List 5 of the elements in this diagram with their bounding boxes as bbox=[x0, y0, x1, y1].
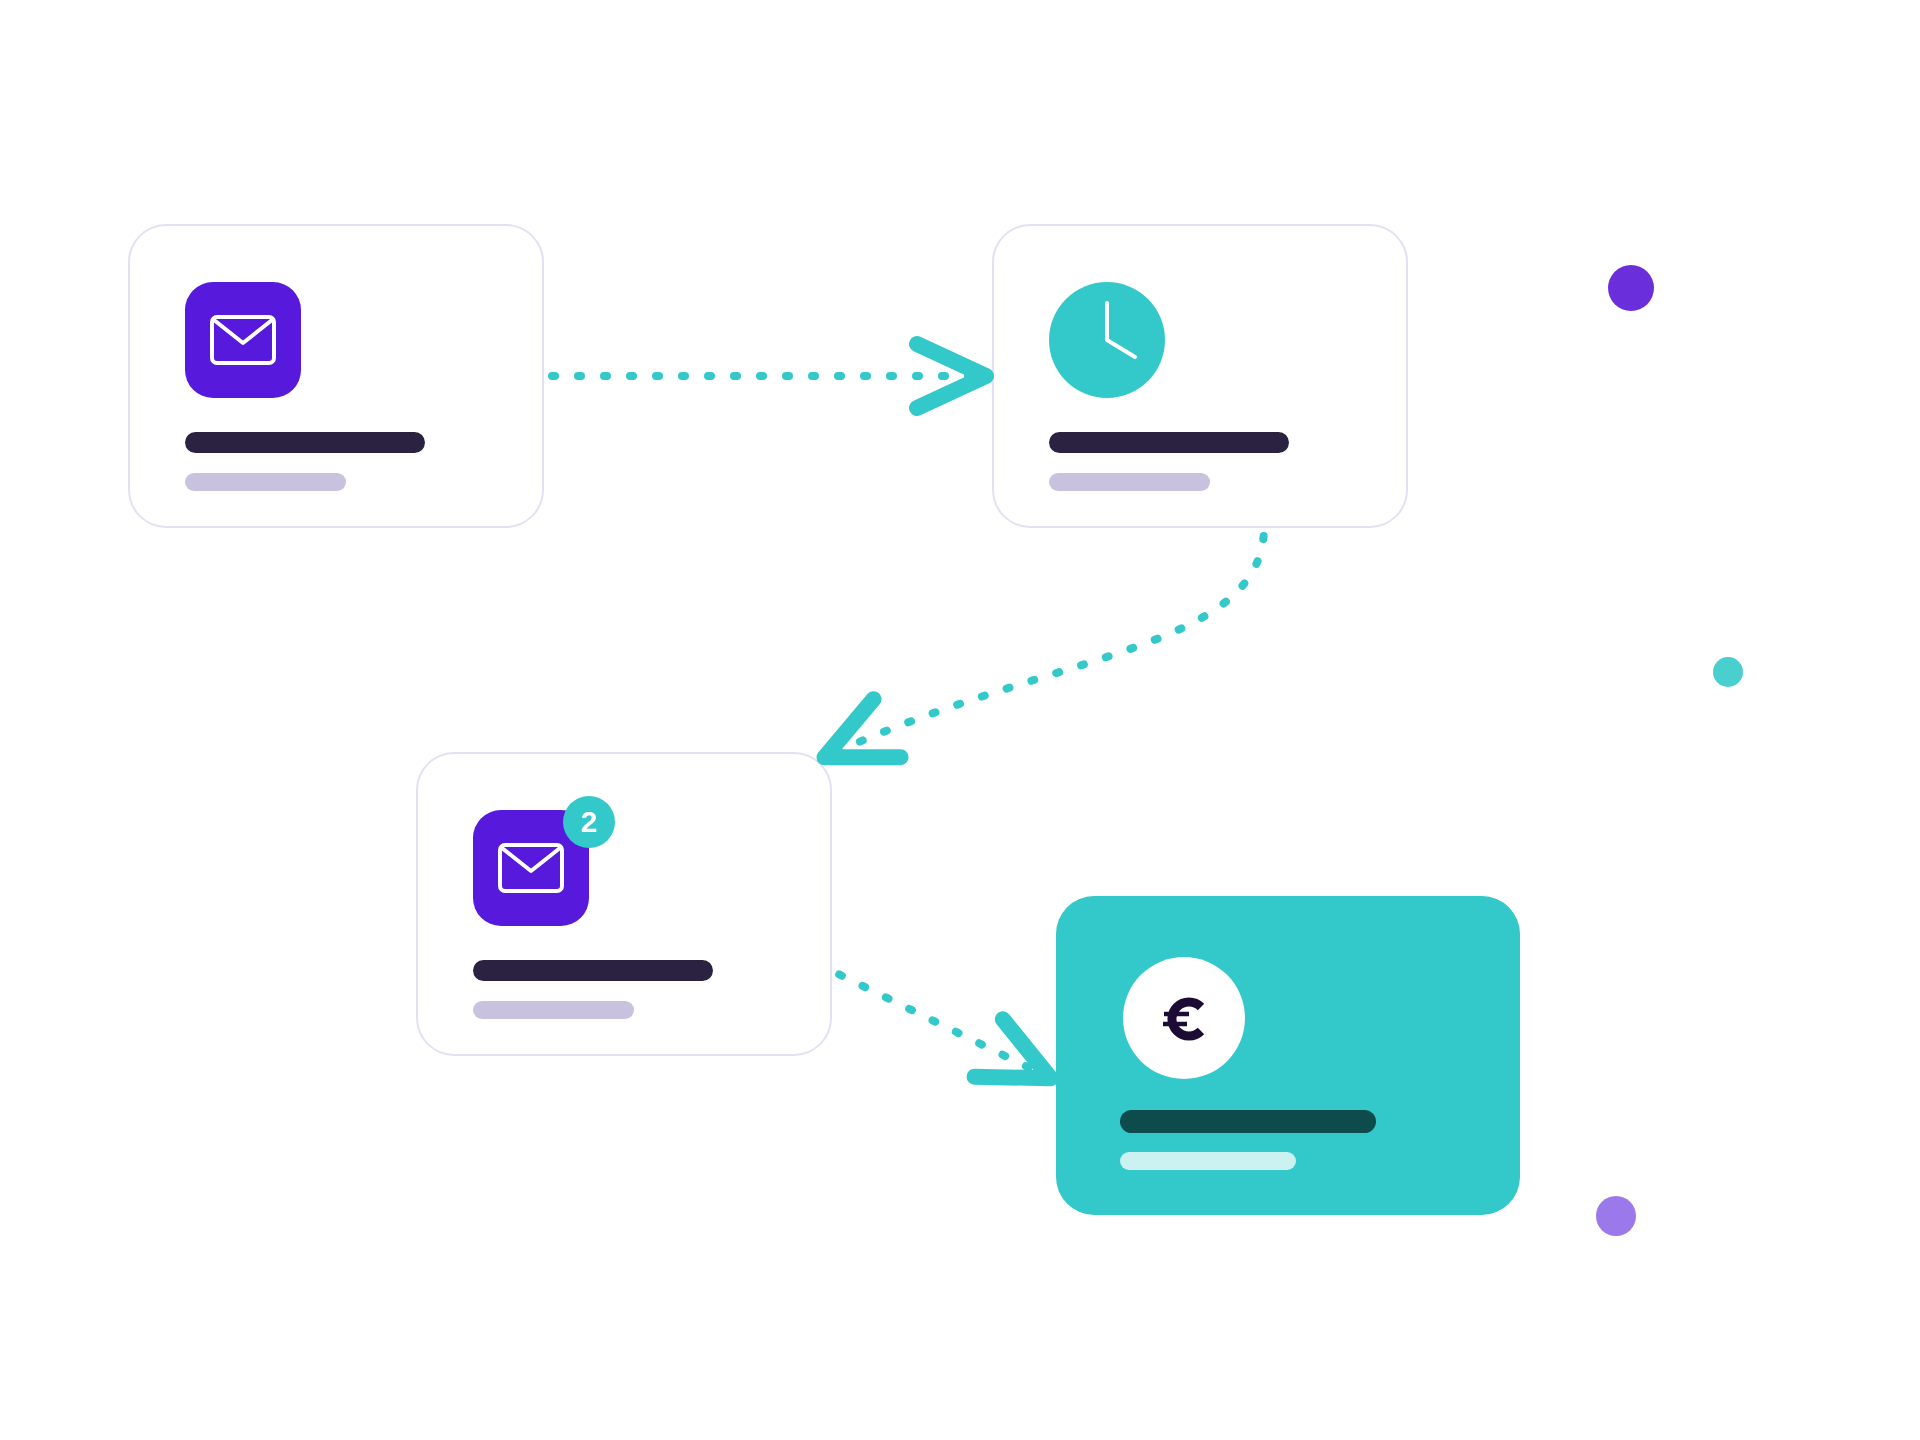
count-badge: 2 bbox=[563, 796, 615, 848]
card bbox=[992, 224, 1408, 528]
card bbox=[128, 224, 544, 528]
highlighted-card bbox=[1056, 896, 1520, 1215]
card bbox=[416, 752, 832, 1056]
